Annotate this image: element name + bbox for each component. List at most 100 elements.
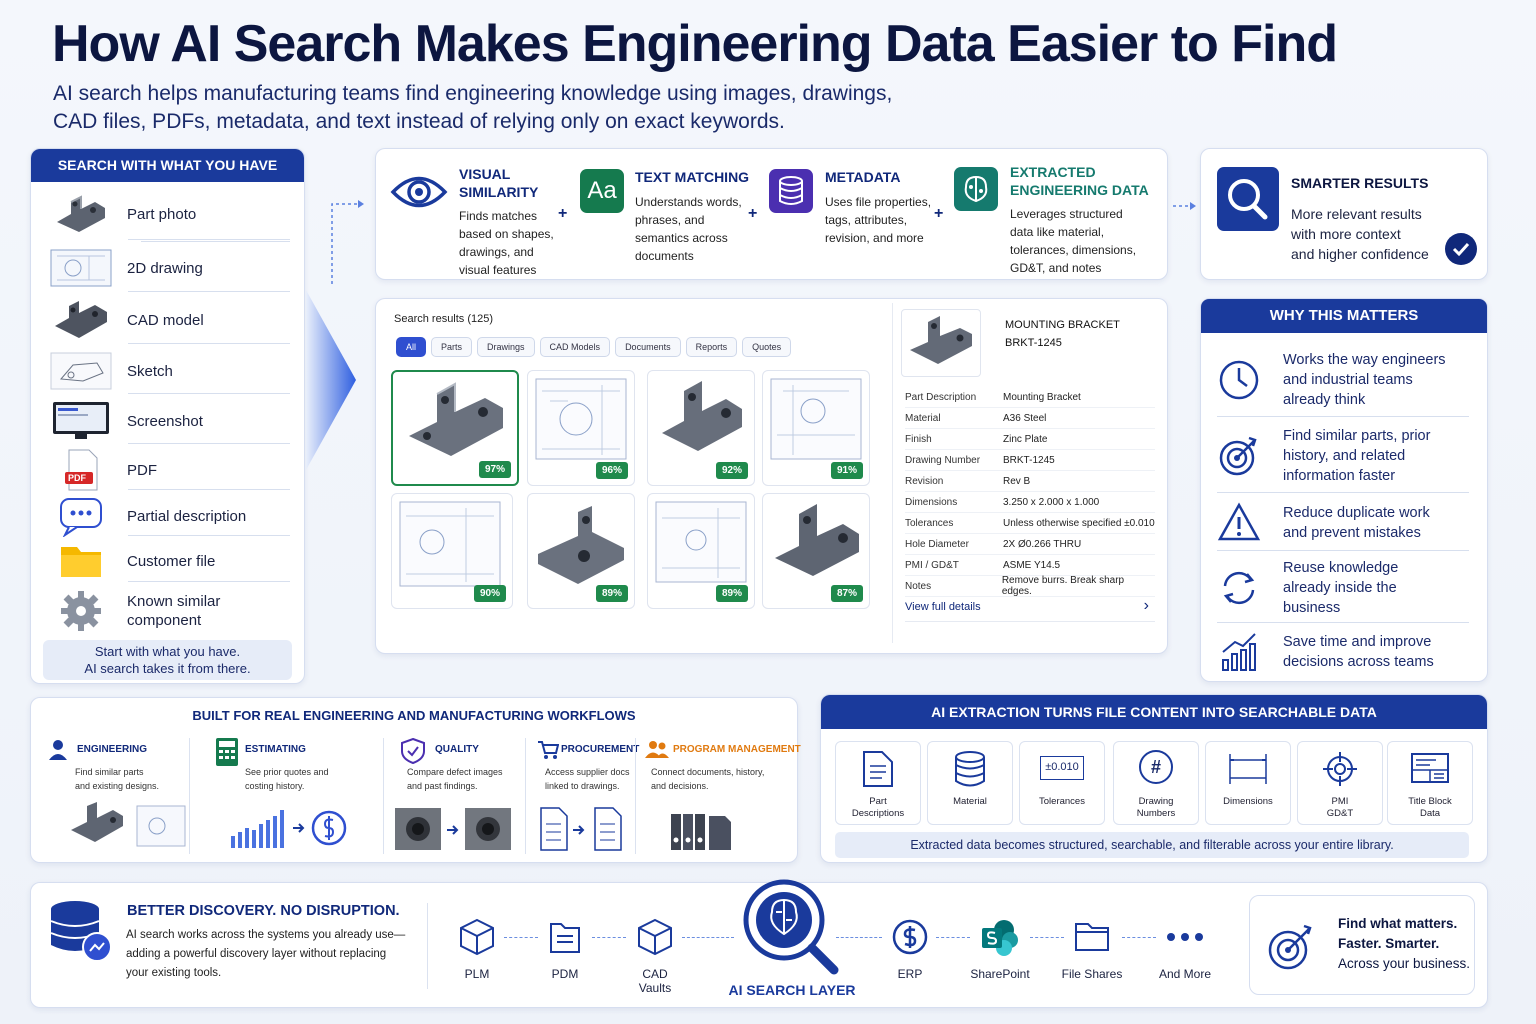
input-2d-drawing[interactable] bbox=[141, 241, 290, 291]
input-label: Partial description bbox=[127, 507, 247, 525]
result-tile[interactable]: 92% bbox=[647, 370, 755, 486]
match-score: 90% bbox=[473, 585, 506, 602]
drawing-icon bbox=[49, 248, 113, 288]
workflows-panel: BUILT FOR REAL ENGINEERING AND MANUFACTU… bbox=[30, 697, 801, 863]
dashed-arrow-icon bbox=[1173, 202, 1196, 210]
ai-brain-search-icon bbox=[743, 879, 839, 975]
divider bbox=[427, 903, 428, 989]
hash-icon: # bbox=[1139, 750, 1173, 784]
crosshair-icon bbox=[1323, 752, 1357, 786]
why-matters-panel: WHY THIS MATTERS Works the way engineers… bbox=[1200, 298, 1488, 682]
divider bbox=[383, 738, 384, 854]
input-partial-description[interactable]: Partial description bbox=[49, 491, 286, 541]
sharepoint-icon bbox=[982, 920, 1018, 956]
filter-quotes[interactable]: Quotes bbox=[742, 337, 792, 357]
dashed-connector bbox=[504, 937, 538, 938]
database-sync-icon bbox=[50, 901, 112, 962]
filter-reports[interactable]: Reports bbox=[685, 337, 738, 357]
dashed-connector bbox=[1030, 937, 1064, 938]
result-tile[interactable]: 97% bbox=[391, 370, 519, 486]
divider bbox=[525, 738, 526, 854]
shield-check-icon bbox=[401, 738, 425, 764]
gear-icon bbox=[49, 589, 113, 633]
system-plm[interactable]: PLM bbox=[432, 918, 522, 981]
ai-search-layer[interactable]: AI SEARCH LAYER bbox=[728, 876, 856, 1006]
system-erp[interactable]: ERP bbox=[865, 918, 955, 981]
binders-icon bbox=[671, 814, 731, 850]
screenshot-icon bbox=[49, 400, 113, 442]
input-sketch[interactable]: Sketch bbox=[49, 346, 286, 396]
method-title: METADATA bbox=[825, 169, 901, 185]
filter-documents[interactable]: Documents bbox=[615, 337, 681, 357]
divider bbox=[635, 738, 636, 854]
result-tile[interactable]: 90% bbox=[391, 493, 513, 609]
result-tile[interactable]: 89% bbox=[527, 493, 635, 609]
pdf-icon: PDF bbox=[49, 448, 113, 492]
input-label: Part photo bbox=[127, 205, 197, 223]
flow-arrow-icon bbox=[306, 290, 356, 470]
dollar-icon bbox=[892, 919, 928, 955]
input-cad-model[interactable]: CAD model bbox=[49, 295, 286, 345]
filter-parts[interactable]: Parts bbox=[431, 337, 473, 357]
system-and-more[interactable]: And More bbox=[1140, 918, 1230, 981]
bracket-icon bbox=[775, 504, 859, 576]
filter-all[interactable]: All bbox=[396, 337, 427, 357]
target-icon bbox=[1219, 436, 1257, 475]
bracket-icon bbox=[538, 506, 624, 584]
workflows-header: BUILT FOR REAL ENGINEERING AND MANUFACTU… bbox=[192, 708, 636, 723]
method-desc: Uses file properties,tags, attributes,re… bbox=[825, 195, 932, 245]
filter-cad-models[interactable]: CAD Models bbox=[539, 337, 611, 357]
part-photo-icon bbox=[49, 192, 113, 236]
bar-growth-icon bbox=[231, 810, 347, 848]
drawing-icon bbox=[399, 501, 501, 587]
input-customer-file[interactable]: Customer file bbox=[49, 536, 286, 586]
more-icon bbox=[1167, 933, 1203, 941]
system-sharepoint[interactable]: SharePoint bbox=[955, 918, 1045, 981]
result-tile[interactable]: 89% bbox=[647, 493, 755, 609]
system-pdm[interactable]: PDM bbox=[520, 918, 610, 981]
match-score: 89% bbox=[595, 585, 628, 602]
input-screenshot[interactable]: Screenshot bbox=[49, 396, 286, 446]
workflow-program-management: PROGRAM MANAGEMENT Connect documents, hi… bbox=[645, 738, 801, 850]
warning-icon bbox=[1217, 501, 1261, 540]
result-tile[interactable]: 96% bbox=[527, 370, 635, 486]
plus-sign: + bbox=[558, 205, 568, 222]
chart-icon bbox=[1222, 633, 1256, 671]
database-icon bbox=[769, 169, 813, 213]
input-2d-drawing-row[interactable]: 2D drawing bbox=[49, 243, 286, 293]
user-icon bbox=[49, 740, 67, 760]
extraction-footer: Extracted data becomes structured, searc… bbox=[835, 832, 1469, 858]
target-icon bbox=[1268, 924, 1312, 970]
result-tile[interactable]: 87% bbox=[762, 493, 870, 609]
method-title: TEXT MATCHING bbox=[635, 169, 750, 185]
input-known-similar[interactable]: Known similar component bbox=[49, 586, 286, 636]
view-full-details-link[interactable]: View full details › bbox=[905, 597, 1155, 622]
result-tile[interactable]: 91% bbox=[762, 370, 870, 486]
extract-dimensions: Dimensions bbox=[1205, 741, 1291, 825]
system-file-shares[interactable]: File Shares bbox=[1047, 918, 1137, 981]
tolerance-icon: ±0.010 bbox=[1040, 756, 1084, 780]
filter-drawings[interactable]: Drawings bbox=[477, 337, 535, 357]
input-part-photo[interactable]: Part photo bbox=[49, 189, 286, 239]
smarter-title: SMARTER RESULTS bbox=[1291, 175, 1429, 191]
match-score: 87% bbox=[830, 585, 863, 602]
search-icon bbox=[1217, 167, 1279, 231]
eye-icon bbox=[390, 176, 448, 208]
